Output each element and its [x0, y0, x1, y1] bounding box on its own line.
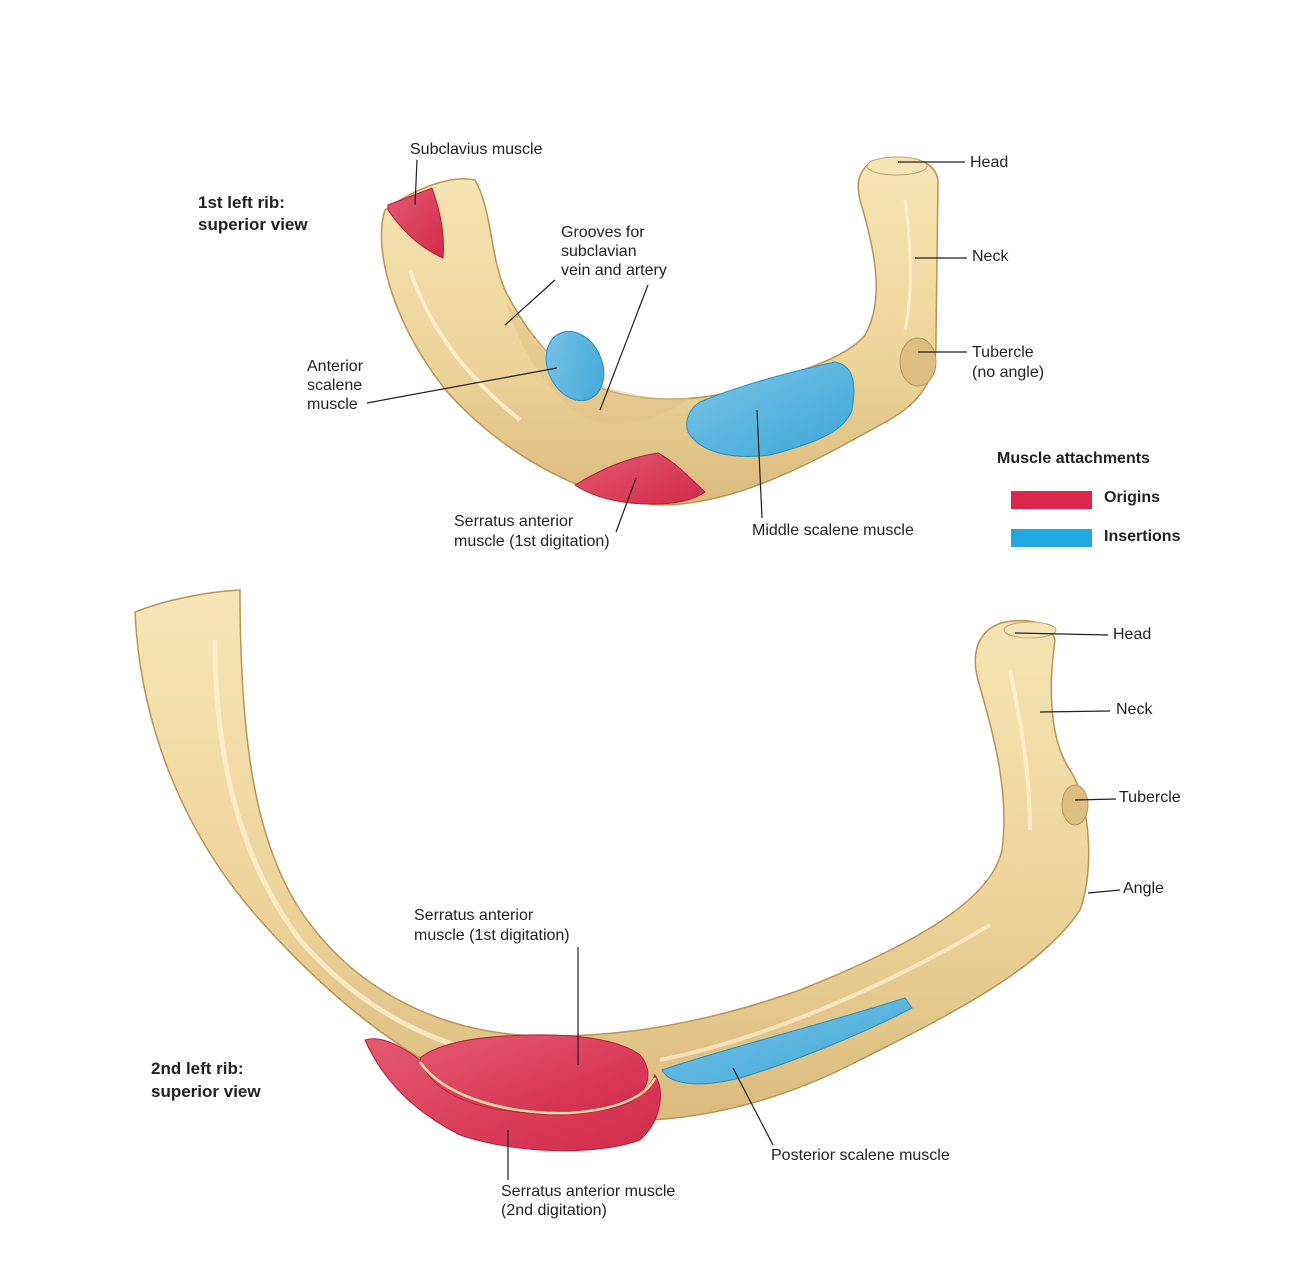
label-serratus-1st-rib2: Serratus anterior muscle (1st digitation…: [414, 906, 570, 946]
label-posterior-scalene: Posterior scalene muscle: [771, 1146, 950, 1165]
legend-swatch-origins: [1011, 491, 1092, 509]
rib1-tubercle: [899, 337, 937, 387]
rib1-middle-scalene-insertion: [686, 361, 855, 457]
rib2-bone: [134, 589, 1090, 1122]
rib2-group: [134, 589, 1121, 1180]
label-line: Tubercle: [972, 344, 1034, 361]
rib1-subclavius-origin: [387, 187, 444, 259]
rib1-leader-lines: [366, 159, 967, 533]
rib2-title-line: 2nd left rib:: [151, 1059, 244, 1078]
leader-groove-vein: [504, 279, 556, 326]
leader-head-2: [1014, 632, 1109, 636]
rib1-anterior-scalene-insertion: [545, 330, 605, 402]
leader-groove-artery: [599, 284, 649, 411]
label-head-rib1: Head: [970, 153, 1008, 172]
label-line: Serratus anterior muscle: [501, 1183, 676, 1200]
label-line: muscle (1st digitation): [454, 533, 610, 550]
rib1-title-line: 1st left rib:: [198, 193, 285, 212]
rib2-tubercle: [1061, 784, 1089, 826]
rib1-groove-shading: [505, 300, 690, 424]
label-line: Head: [970, 154, 1009, 171]
leader-anterior-scalene: [366, 367, 558, 404]
rib2-title: 2nd left rib: superior view: [151, 1057, 261, 1103]
label-serratus-rib1: Serratus anterior muscle (1st digitation…: [454, 512, 610, 552]
label-line: muscle (1st digitation): [414, 927, 570, 944]
label-line: Anterior: [307, 358, 364, 375]
label-line: vein and artery: [561, 262, 667, 279]
label-line: Neck: [1116, 701, 1153, 718]
leader-neck-2: [1039, 710, 1111, 713]
label-serratus-2nd-rib2: Serratus anterior muscle (2nd digitation…: [501, 1182, 675, 1220]
legend-swatch-insertions: [1011, 529, 1092, 547]
label-line: Middle scalene muscle: [752, 522, 914, 539]
label-line: (no angle): [972, 364, 1045, 381]
legend-title: Muscle attachments: [997, 450, 1150, 467]
rib1-title-line: superior view: [198, 215, 308, 234]
rib2-serratus-1st-origin: [419, 1034, 649, 1115]
label-tubercle-rib2: Tubercle: [1119, 788, 1181, 807]
label-line: Serratus anterior: [414, 907, 534, 924]
rib2-posterior-scalene-insertion: [661, 997, 913, 1085]
label-anterior-scalene: Anterior scalene muscle: [307, 357, 363, 414]
label-line: subclavian: [561, 243, 637, 260]
label-line: Posterior scalene muscle: [771, 1147, 950, 1164]
label-head-rib2: Head: [1113, 625, 1151, 644]
rib1-head-facet: [866, 156, 928, 176]
rib1-neck-highlight: [903, 199, 912, 331]
rib2-title-line: superior view: [151, 1082, 261, 1101]
rib1-bone: [380, 156, 939, 506]
rib1-highlight: [408, 269, 522, 422]
leader-tubercle-2: [1074, 798, 1117, 801]
label-line: (2nd digitation): [501, 1202, 607, 1219]
legend-label-origins: Origins: [1104, 489, 1161, 506]
label-grooves: Grooves for subclavian vein and artery: [561, 223, 667, 280]
label-middle-scalene: Middle scalene muscle: [752, 521, 914, 540]
leader-serratus-1: [615, 477, 637, 533]
label-neck-rib1: Neck: [972, 247, 1008, 266]
rib2-upper-highlight: [212, 639, 521, 1063]
rib1-serratus-origin: [574, 452, 706, 505]
label-angle-rib2: Angle: [1123, 879, 1164, 898]
rib1-group: [366, 156, 967, 533]
label-line: Angle: [1123, 880, 1164, 897]
label-line: Tubercle: [1119, 789, 1181, 806]
label-line: Head: [1113, 626, 1152, 643]
label-line: Neck: [972, 248, 1009, 265]
rib2-neck-highlight: [1008, 669, 1032, 831]
rib2-shaft-highlight: [659, 923, 992, 1062]
label-subclavius-muscle: Subclavius muscle: [410, 140, 543, 159]
leader-angle-2: [1087, 889, 1121, 894]
rib2-leader-lines: [507, 632, 1121, 1180]
leader-posterior-scalene: [732, 1067, 774, 1146]
rib2-head-facet: [1003, 621, 1057, 639]
label-neck-rib2: Neck: [1116, 700, 1152, 719]
legend-label-insertions: Insertions: [1104, 528, 1181, 545]
label-line: Grooves for: [561, 224, 645, 241]
label-line: scalene: [307, 377, 363, 394]
rib2-serratus-divider: [418, 1061, 657, 1115]
leader-subclavius: [414, 159, 418, 206]
leader-middle-scalene: [756, 409, 763, 519]
label-line: Subclavius muscle: [410, 141, 543, 158]
label-line: muscle: [307, 396, 358, 413]
label-tubercle-rib1: Tubercle (no angle): [972, 343, 1044, 383]
rib1-title: 1st left rib: superior view: [198, 192, 308, 236]
label-line: Serratus anterior: [454, 513, 574, 530]
